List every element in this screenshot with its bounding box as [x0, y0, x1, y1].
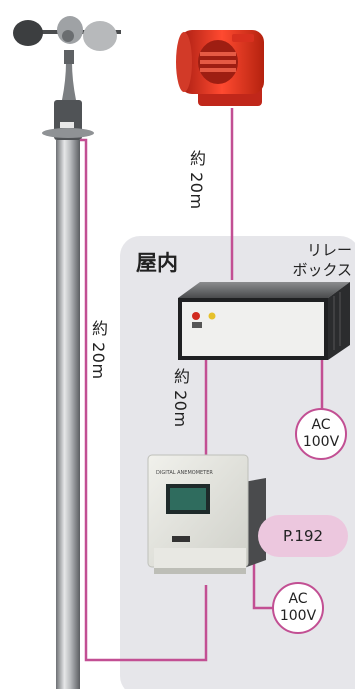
- anemometer-icon: [13, 16, 121, 140]
- ac-power-badge-display: AC 100V: [272, 582, 324, 634]
- anemometer-pole: [56, 140, 80, 689]
- device-brand-text: DIGITAL ANEMOMETER: [156, 470, 213, 476]
- relay-box-label-line2: ボックス: [292, 261, 352, 279]
- relay-box-label: リレー ボックス: [262, 240, 352, 280]
- ac-power-badge-relay: AC 100V: [295, 408, 347, 460]
- ac-label: AC: [311, 417, 331, 433]
- distance-label-pole: 約 20m: [89, 320, 108, 380]
- indoor-label: 屋内: [136, 251, 178, 275]
- distance-label-relay-display: 約 20m: [171, 368, 190, 428]
- relay-box-icon: [178, 282, 350, 360]
- page-reference-badge[interactable]: P.192: [258, 515, 348, 557]
- cable-display-ac: [252, 560, 274, 610]
- cable-pole-display: [80, 138, 208, 662]
- voltage-label: 100V: [279, 608, 317, 624]
- ac-label: AC: [288, 591, 308, 607]
- relay-box-label-line1: リレー: [306, 241, 352, 259]
- siren-icon: [176, 30, 264, 106]
- distance-label-siren: 約 20m: [187, 150, 206, 210]
- digital-display-icon: [147, 454, 266, 574]
- voltage-label: 100V: [302, 434, 340, 450]
